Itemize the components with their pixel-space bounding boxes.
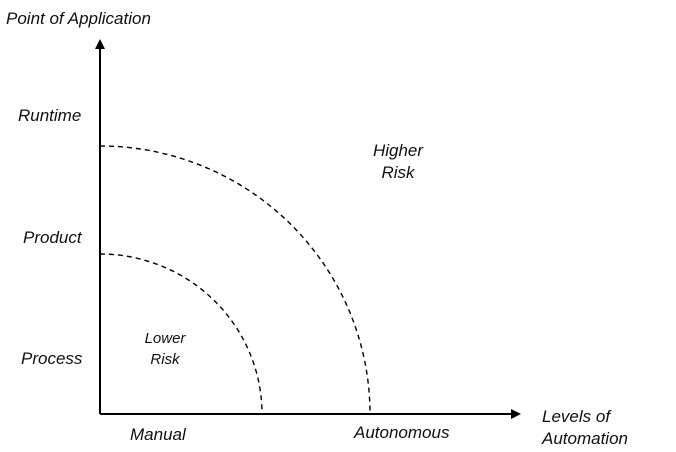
x-axis-title-line2: Automation	[541, 429, 628, 448]
higher-risk-label-line2: Risk	[381, 163, 416, 182]
x-level-manual: Manual	[130, 425, 187, 444]
y-level-process: Process	[21, 349, 83, 368]
lower-risk-label-line1: Lower	[145, 330, 187, 347]
y-axis-title: Point of Application	[6, 9, 151, 28]
x-axis-title-line1: Levels of	[542, 407, 612, 426]
y-level-product: Product	[23, 228, 83, 247]
higher-risk-boundary	[99, 145, 371, 415]
higher-risk-label-line1: Higher	[373, 141, 424, 160]
y-level-runtime: Runtime	[18, 106, 81, 125]
x-level-autonomous: Autonomous	[353, 423, 450, 442]
lower-risk-boundary	[99, 253, 263, 415]
lower-risk-label-line2: Risk	[150, 351, 181, 368]
